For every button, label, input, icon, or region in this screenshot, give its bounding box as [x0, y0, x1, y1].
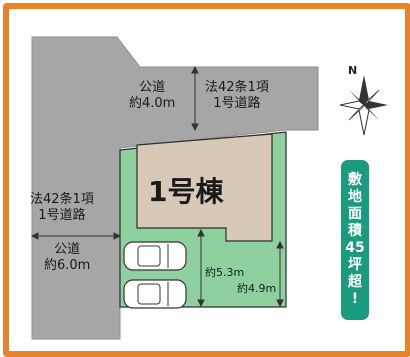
- site-area-badge: 敷 地 面 積 45 坪 超 !: [341, 160, 369, 320]
- north-label: N: [348, 64, 358, 77]
- top-public-road-label: 公道 約4.0m: [129, 80, 176, 111]
- road-left-and-top: [31, 36, 319, 340]
- car-icon-1: [123, 241, 187, 271]
- car-icon-2: [123, 279, 187, 309]
- dimension-4-9m: 約4.9m: [237, 282, 277, 295]
- top-law-road-label: 法42条1項 1号道路: [205, 80, 269, 111]
- building-label: 1号棟: [148, 175, 224, 208]
- building-footprint: [136, 133, 273, 242]
- dimension-5-3m: 約5.3m: [205, 266, 245, 279]
- dimension-lines: [30, 65, 284, 308]
- compass-star-icon: [339, 75, 388, 136]
- left-law-road-label: 法42条1項 1号道路: [30, 192, 94, 223]
- left-public-road-label: 公道 約6.0m: [44, 242, 91, 273]
